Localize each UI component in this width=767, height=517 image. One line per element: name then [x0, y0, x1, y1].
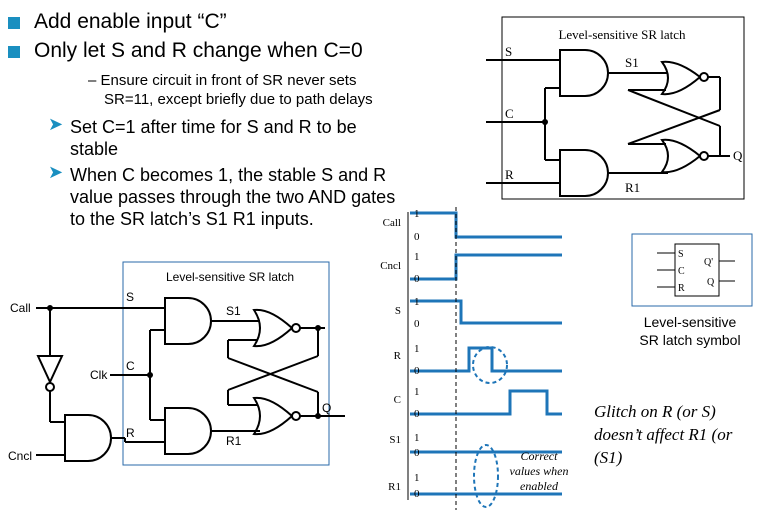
symbol-qp: Q'	[704, 257, 713, 268]
bullet-4-line-3: to the SR latch’s S1 R1 inputs.	[70, 209, 314, 229]
symbol-s: S	[678, 249, 684, 260]
symbol-r: R	[678, 283, 685, 294]
level-1-r: 1	[414, 343, 420, 355]
bottom-in-s: S	[126, 290, 134, 304]
level-0-r1: 0	[414, 488, 420, 500]
bottom-in-c: C	[126, 359, 135, 373]
bullet-4-line-1: When C becomes 1, the stable S and R	[70, 165, 387, 185]
bottom-s1: S1	[226, 304, 241, 318]
note-line-3: enabled	[520, 479, 559, 493]
top-and-gate-1	[559, 49, 609, 97]
level-0-r: 0	[414, 365, 420, 377]
wave-c	[410, 389, 562, 416]
sub-bullet-1-line-2: SR=11, except briefly due to path delays	[104, 91, 373, 108]
level-1-call: 1	[414, 208, 420, 220]
level-1-c: 1	[414, 386, 420, 398]
symbol-q: Q	[707, 277, 715, 288]
bottom-and-gate-1	[164, 297, 212, 345]
bullet-square-2	[8, 46, 20, 58]
bottom-cncl-label: Cncl	[8, 449, 32, 463]
wave-r	[410, 346, 562, 373]
note-line-1: Correct	[521, 449, 559, 463]
top-and-gate-2	[559, 149, 609, 197]
glitch-line-2: doesn’t affect R1 (or	[594, 425, 733, 444]
top-in-s: S	[505, 44, 512, 59]
symbol-caption-1: Level-sensitive	[644, 314, 737, 330]
sig-c: C	[394, 394, 401, 406]
sig-r1: R1	[388, 481, 401, 493]
level-0-cncl: 0	[414, 273, 420, 285]
symbol-caption-2: SR latch symbol	[639, 332, 740, 348]
bullet-square-1	[8, 17, 20, 29]
sig-s1: S1	[389, 434, 401, 446]
sub-bullet-1-line-1: – Ensure circuit in front of SR never se…	[88, 72, 357, 89]
bullet-3-line-1: Set C=1 after time for S and R to be	[70, 117, 357, 137]
top-in-c: C	[505, 106, 514, 121]
bullet-4-line-2: value passes through the two AND gates	[70, 187, 396, 207]
inverter-gate	[36, 355, 64, 385]
sig-call: Call	[383, 217, 401, 229]
top-s1: S1	[625, 55, 639, 70]
wave-call	[410, 211, 562, 239]
bottom-latch-box	[122, 261, 330, 466]
top-in-r: R	[505, 167, 514, 182]
level-1-r1: 1	[414, 472, 420, 484]
level-0-call: 0	[414, 231, 420, 243]
bottom-nor-gate-2	[252, 396, 294, 436]
arrow-bullet-2: ➤	[48, 162, 64, 182]
bullet-3-line-2: stable	[70, 139, 119, 159]
sig-s: S	[395, 305, 401, 317]
level-1-s1: 1	[414, 432, 420, 444]
symbol-frame	[631, 233, 753, 307]
level-0-s1: 0	[414, 447, 420, 459]
top-q: Q	[733, 148, 743, 163]
bottom-call-label: Call	[10, 301, 31, 315]
bullet-2: Only let S and R change when C=0	[34, 39, 363, 62]
bottom-in-r: R	[126, 426, 135, 440]
bottom-nor-gate-1	[252, 308, 294, 348]
note-line-2: values when	[510, 464, 569, 478]
wave-s	[410, 299, 562, 325]
bottom-q: Q	[322, 401, 331, 415]
bottom-r1: R1	[226, 434, 242, 448]
glitch-line-1: Glitch on R (or S)	[594, 402, 716, 421]
level-1-cncl: 1	[414, 251, 420, 263]
glitch-line-3: (S1)	[594, 448, 623, 467]
bottom-latch-title: Level-sensitive SR latch	[166, 270, 294, 284]
level-0-s: 0	[414, 318, 420, 330]
wave-cncl	[410, 253, 562, 281]
cncl-and-gate	[64, 414, 112, 462]
top-r1: R1	[625, 180, 640, 195]
level-1-s: 1	[414, 296, 420, 308]
level-0-c: 0	[414, 408, 420, 420]
bullet-1: Add enable input “C”	[34, 10, 227, 33]
symbol-c: C	[678, 266, 685, 277]
correct-values-highlight	[473, 444, 499, 508]
glitch-highlight	[472, 346, 508, 384]
top-nor-gate-1	[660, 60, 702, 96]
top-nor-gate-2	[660, 138, 702, 174]
top-latch-title: Level-sensitive SR latch	[558, 27, 686, 42]
top-latch-box	[501, 16, 745, 200]
arrow-bullet-1: ➤	[48, 114, 64, 134]
bottom-clk-label: Clk	[90, 368, 108, 382]
bottom-and-gate-2	[164, 407, 212, 455]
sig-r: R	[394, 350, 402, 362]
sig-cncl: Cncl	[380, 260, 401, 272]
